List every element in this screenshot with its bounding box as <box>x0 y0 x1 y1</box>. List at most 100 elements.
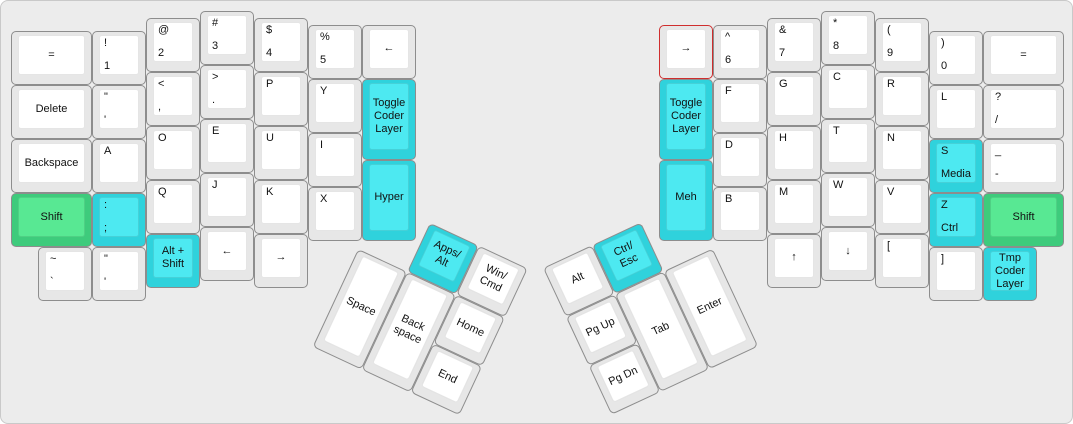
key-up-arrow[interactable]: ↑ <box>767 233 821 288</box>
key-e[interactable]: E <box>200 119 254 173</box>
key-label: D <box>725 138 733 151</box>
key-right-arrow-bottom[interactable]: → <box>254 233 308 288</box>
key-label: ] <box>941 253 945 266</box>
key-p[interactable]: P <box>254 71 308 126</box>
key-2[interactable]: @2 <box>146 17 200 72</box>
key-delete[interactable]: Delete <box>11 85 92 140</box>
key-label: J <box>212 179 218 191</box>
key-left-bracket[interactable]: [ <box>875 233 929 288</box>
keytop-surface: Pg Dn <box>596 349 650 403</box>
key-label: ← <box>221 244 233 257</box>
key-l[interactable]: L <box>929 85 983 140</box>
key-x[interactable]: X <box>308 186 362 241</box>
keytop-surface: B <box>720 190 760 231</box>
keytop-surface: C <box>828 69 868 109</box>
key-shift-right[interactable]: Shift <box>983 193 1064 248</box>
key-w[interactable]: W <box>821 173 875 227</box>
key-label: M <box>779 185 789 198</box>
key-r[interactable]: R <box>875 71 929 126</box>
key-9[interactable]: (9 <box>875 17 929 72</box>
key-quote-bottom[interactable]: "' <box>92 247 146 302</box>
keytop-surface: ^6 <box>720 28 760 69</box>
key-right-arrow-selected[interactable]: → <box>659 24 713 79</box>
key-label: H <box>779 131 787 144</box>
key-backspace-left[interactable]: Backspace <box>11 139 92 194</box>
key-shift-left[interactable]: Shift <box>11 193 92 248</box>
key-label: ? <box>995 91 1002 104</box>
key-meh[interactable]: Meh <box>659 159 713 241</box>
key-t[interactable]: T <box>821 119 875 173</box>
key-y[interactable]: Y <box>308 78 362 133</box>
key-m[interactable]: M <box>767 179 821 234</box>
key-alt-shift[interactable]: Alt +Shift <box>146 233 200 288</box>
key-underscore-dash[interactable]: _- <box>983 139 1064 194</box>
key-equals-right[interactable]: = <box>983 31 1064 86</box>
key-equals-left[interactable]: = <box>11 31 92 86</box>
key-i[interactable]: I <box>308 132 362 187</box>
keytop-surface: H <box>774 129 814 170</box>
keytop-surface: V <box>882 183 922 224</box>
key-tilde-grave[interactable]: ~` <box>38 247 92 302</box>
key-right-bracket[interactable]: ] <box>929 247 983 302</box>
key-b[interactable]: B <box>713 186 767 241</box>
keytop-surface: ← <box>369 28 409 69</box>
key-c[interactable]: C <box>821 65 875 119</box>
keytop-surface: P <box>261 75 301 116</box>
key-left-arrow-bottom[interactable]: ← <box>200 227 254 281</box>
key-6[interactable]: ^6 <box>713 24 767 79</box>
keytop-surface: L <box>936 89 976 130</box>
key-5[interactable]: %5 <box>308 24 362 79</box>
key-1[interactable]: !1 <box>92 31 146 86</box>
key-o[interactable]: O <box>146 125 200 180</box>
key-label: Backspace <box>24 156 79 169</box>
key-label: , <box>158 100 162 113</box>
key-f[interactable]: F <box>713 78 767 133</box>
key-v[interactable]: V <box>875 179 929 234</box>
key-u[interactable]: U <box>254 125 308 180</box>
key-colon-semicolon[interactable]: :; <box>92 193 146 248</box>
key-label: N <box>887 131 895 144</box>
key-hyper[interactable]: Hyper <box>362 159 416 241</box>
key-label: : <box>104 199 108 212</box>
key-4[interactable]: $4 <box>254 17 308 72</box>
key-0[interactable]: )0 <box>929 31 983 86</box>
key-label: Layer <box>996 277 1024 290</box>
key-down-arrow[interactable]: ↓ <box>821 227 875 281</box>
key-j[interactable]: J <box>200 173 254 227</box>
key-left-arrow-top[interactable]: ← <box>362 24 416 79</box>
key-label: → <box>680 42 692 54</box>
key-3[interactable]: #3 <box>200 11 254 65</box>
keytop-surface: Delete <box>18 89 85 130</box>
key-a[interactable]: A <box>92 139 146 194</box>
key-g[interactable]: G <box>767 71 821 126</box>
keytop-surface: R <box>882 75 922 116</box>
keytop-surface: End <box>420 350 475 404</box>
key-d[interactable]: D <box>713 132 767 187</box>
key-n[interactable]: N <box>875 125 929 180</box>
key-question-slash[interactable]: ?/ <box>983 85 1064 140</box>
key-comma[interactable]: <, <box>146 71 200 126</box>
key-label: > <box>212 71 219 83</box>
key-label: # <box>212 17 219 29</box>
keytop-surface: @2 <box>153 21 193 62</box>
key-k[interactable]: K <box>254 179 308 234</box>
key-8[interactable]: *8 <box>821 11 875 65</box>
key-label: L <box>941 91 948 104</box>
key-q[interactable]: Q <box>146 179 200 234</box>
key-h[interactable]: H <box>767 125 821 180</box>
key-label: Shift <box>40 210 63 223</box>
key-7[interactable]: &7 <box>767 17 821 72</box>
keytop-surface: X <box>315 190 355 231</box>
keytop-surface: T <box>828 123 868 163</box>
keytop-surface: J <box>207 177 247 217</box>
key-quote[interactable]: "' <box>92 85 146 140</box>
key-period[interactable]: >. <box>200 65 254 119</box>
key-label: Space <box>344 294 378 319</box>
key-label: 5 <box>320 53 327 66</box>
